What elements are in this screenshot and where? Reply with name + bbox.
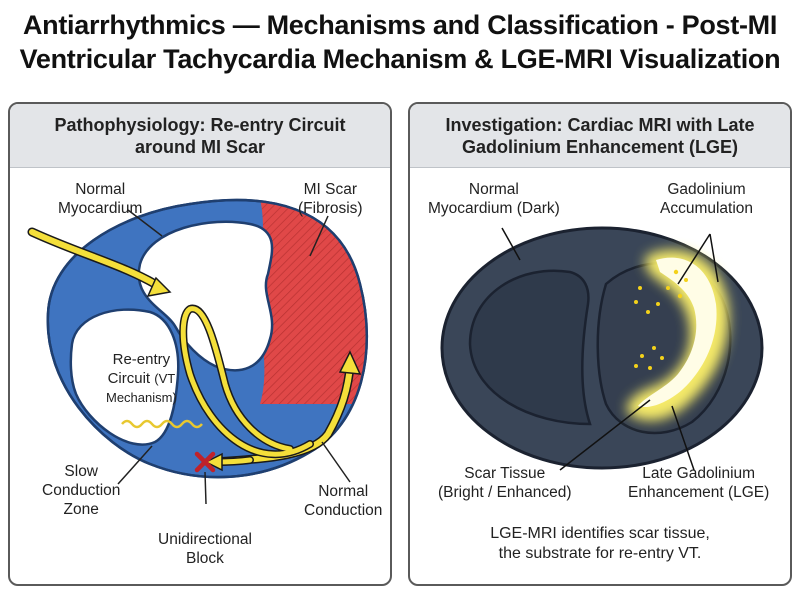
label-late-gadolinium-enhancement: Late Gadolinium Enhancement (LGE) [628, 465, 770, 501]
slow-conduction-wave [121, 419, 203, 429]
left-leader-lines [117, 209, 351, 505]
label-normal-myocardium-dark: Normal Myocardium (Dark) [428, 181, 560, 217]
label-scar-tissue: Scar Tissue (Bright / Enhanced) [438, 465, 572, 501]
lge-panel-header: Investigation: Cardiac MRI with Late Gad… [410, 104, 790, 168]
gadolinium-dots [634, 269, 688, 370]
label-unidirectional-block: Unidirectional Block [158, 531, 252, 567]
title-line-2: Ventricular Tachycardia Mechanism & LGE-… [19, 44, 781, 74]
reentry-heart-illustration [27, 198, 369, 505]
reentry-header-line-1: Pathophysiology: Re-entry Circuit [54, 114, 346, 135]
label-gadolinium-accumulation: Gadolinium Accumulation [660, 181, 754, 217]
lge-caption: LGE-MRI identifies scar tissue, the subs… [490, 525, 710, 562]
label-mi-scar: MI Scar (Fibrosis) [298, 181, 363, 217]
right-leader-lines [501, 227, 719, 471]
label-slow-conduction: Slow Conduction Zone [42, 463, 121, 518]
page-title: Antiarrhythmics — Mechanisms and Classif… [0, 8, 800, 76]
reentry-circuit-panel: Pathophysiology: Re-entry Circuit around… [8, 102, 392, 586]
label-reentry-circuit: Re-entry Circuit (VT Mechanism) [106, 351, 177, 405]
unidirectional-block-x [194, 451, 216, 473]
lge-header-line-2: Gadolinium Enhancement (LGE) [461, 136, 738, 157]
lower-chamber [69, 308, 180, 446]
lge-mri-panel: Investigation: Cardiac MRI with Late Gad… [408, 102, 792, 586]
label-normal-conduction: Normal Conduction [304, 483, 383, 519]
reentry-header-line-2: around MI Scar [134, 136, 265, 157]
lge-mri-illustration [440, 226, 764, 471]
upper-chamber [137, 220, 274, 372]
title-line-1: Antiarrhythmics — Mechanisms and Classif… [22, 10, 778, 40]
label-normal-myocardium: Normal Myocardium [58, 181, 143, 217]
mri-right-ventricle [468, 269, 592, 426]
lge-header-line-1: Investigation: Cardiac MRI with Late [445, 114, 755, 135]
reentry-panel-header: Pathophysiology: Re-entry Circuit around… [10, 104, 390, 168]
